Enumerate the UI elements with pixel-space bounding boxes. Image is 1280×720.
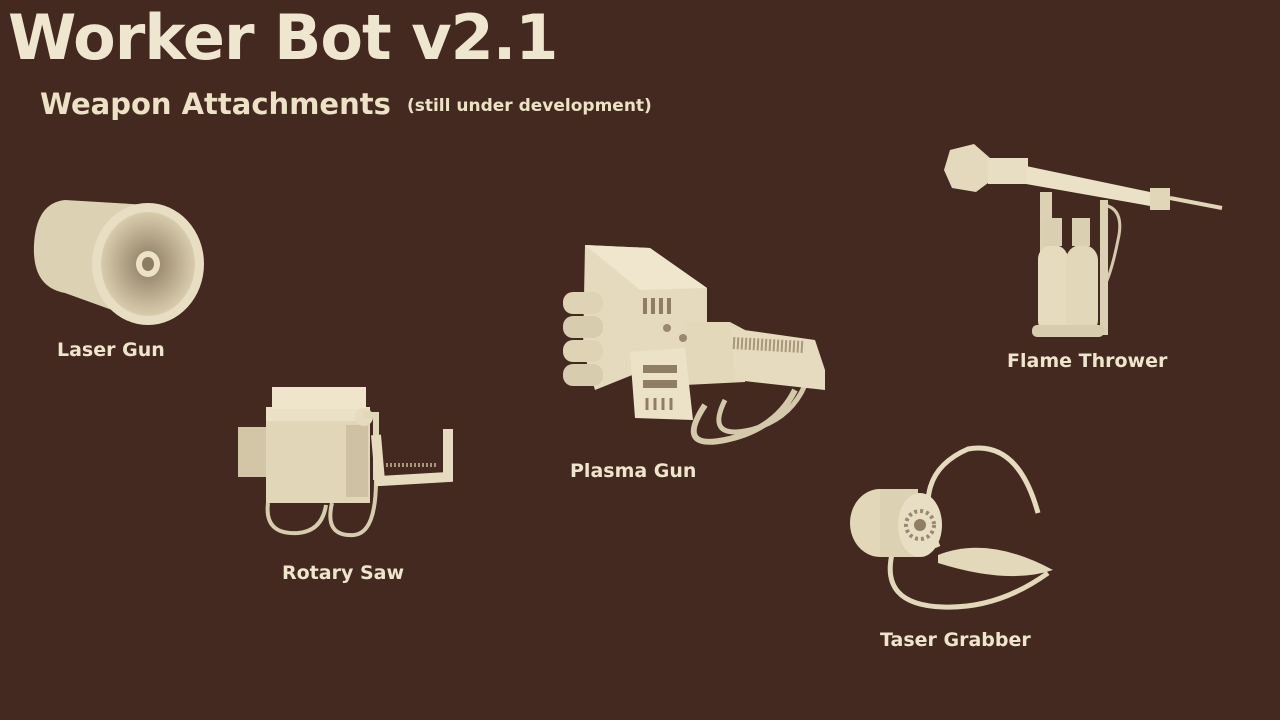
subtitle-text: Weapon Attachments <box>40 87 391 121</box>
weapon-taser-grabber <box>848 445 1058 615</box>
page-title: Worker Bot v2.1 <box>8 1 558 74</box>
label-rotary-saw: Rotary Saw <box>282 562 405 584</box>
label-plasma-gun: Plasma Gun <box>570 460 697 482</box>
weapon-flame-thrower <box>940 140 1230 345</box>
rotary-saw-icon <box>238 387 453 538</box>
page-subtitle: Weapon Attachments (still under developm… <box>40 84 652 126</box>
laser-gun-icon <box>33 200 204 325</box>
plasma-gun-icon <box>563 245 825 445</box>
label-taser-grabber: Taser Grabber <box>880 629 1031 651</box>
weapon-plasma-gun <box>555 240 835 460</box>
development-note: (still under development) <box>406 96 652 116</box>
weapon-rotary-saw <box>236 385 461 545</box>
label-laser-gun: Laser Gun <box>57 339 165 361</box>
taser-grabber-icon <box>850 445 1053 610</box>
weapon-laser-gun <box>30 195 210 330</box>
label-flame-thrower: Flame Thrower <box>1007 350 1168 372</box>
flame-thrower-icon <box>944 144 1223 337</box>
